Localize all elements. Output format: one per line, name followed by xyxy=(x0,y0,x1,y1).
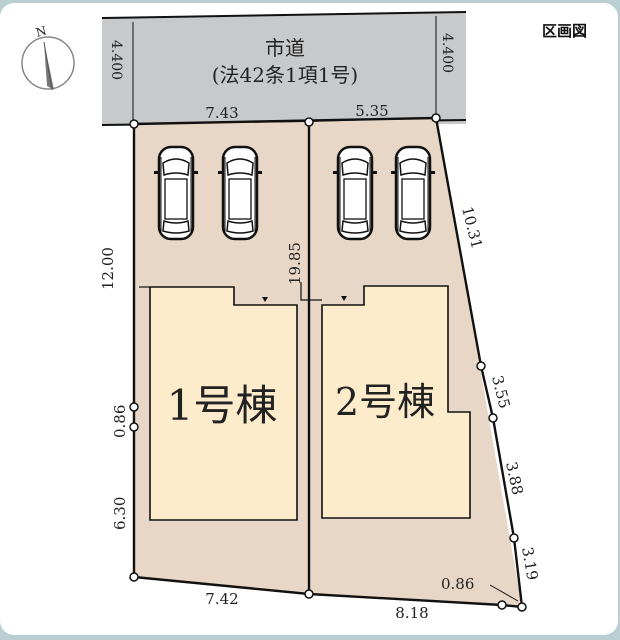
page-title: 区画図 xyxy=(542,22,588,40)
road-width-right: 4.400 xyxy=(439,33,455,73)
dim-right-2: 3.55 xyxy=(488,374,514,411)
boundary-markers xyxy=(129,113,527,612)
dim-center-divider: 19.85 xyxy=(286,242,304,285)
car-icon xyxy=(389,145,437,241)
dim-right-4: 3.19 xyxy=(518,546,542,582)
car-icon xyxy=(216,145,264,241)
car-icon xyxy=(152,145,200,241)
compass-label: N xyxy=(34,24,48,40)
dim-top-left: 7.43 xyxy=(205,104,238,122)
lot-2[interactable] xyxy=(300,118,522,607)
dim-corner: 0.86 xyxy=(441,575,474,593)
lot-2-name: 2号棟 xyxy=(335,380,435,424)
lot-1-name: 1号棟 xyxy=(167,381,278,430)
dim-left-mid: 0.86 xyxy=(111,405,129,438)
dim-bottom-left: 7.42 xyxy=(205,590,238,608)
lot-1[interactable] xyxy=(134,122,309,594)
car-icon xyxy=(331,145,379,241)
dim-right-1: 10.31 xyxy=(458,205,486,251)
road-width-left: 4.400 xyxy=(108,40,124,80)
dim-top-right: 5.35 xyxy=(355,102,388,120)
dim-bottom-right: 8.18 xyxy=(395,604,428,622)
road-classification: (法42条1項1号) xyxy=(212,63,359,87)
dim-left-lower: 6.30 xyxy=(111,497,129,530)
dim-left-upper: 12.00 xyxy=(99,247,117,290)
road-name: 市道 xyxy=(265,36,305,60)
north-compass-icon: N xyxy=(21,24,75,91)
